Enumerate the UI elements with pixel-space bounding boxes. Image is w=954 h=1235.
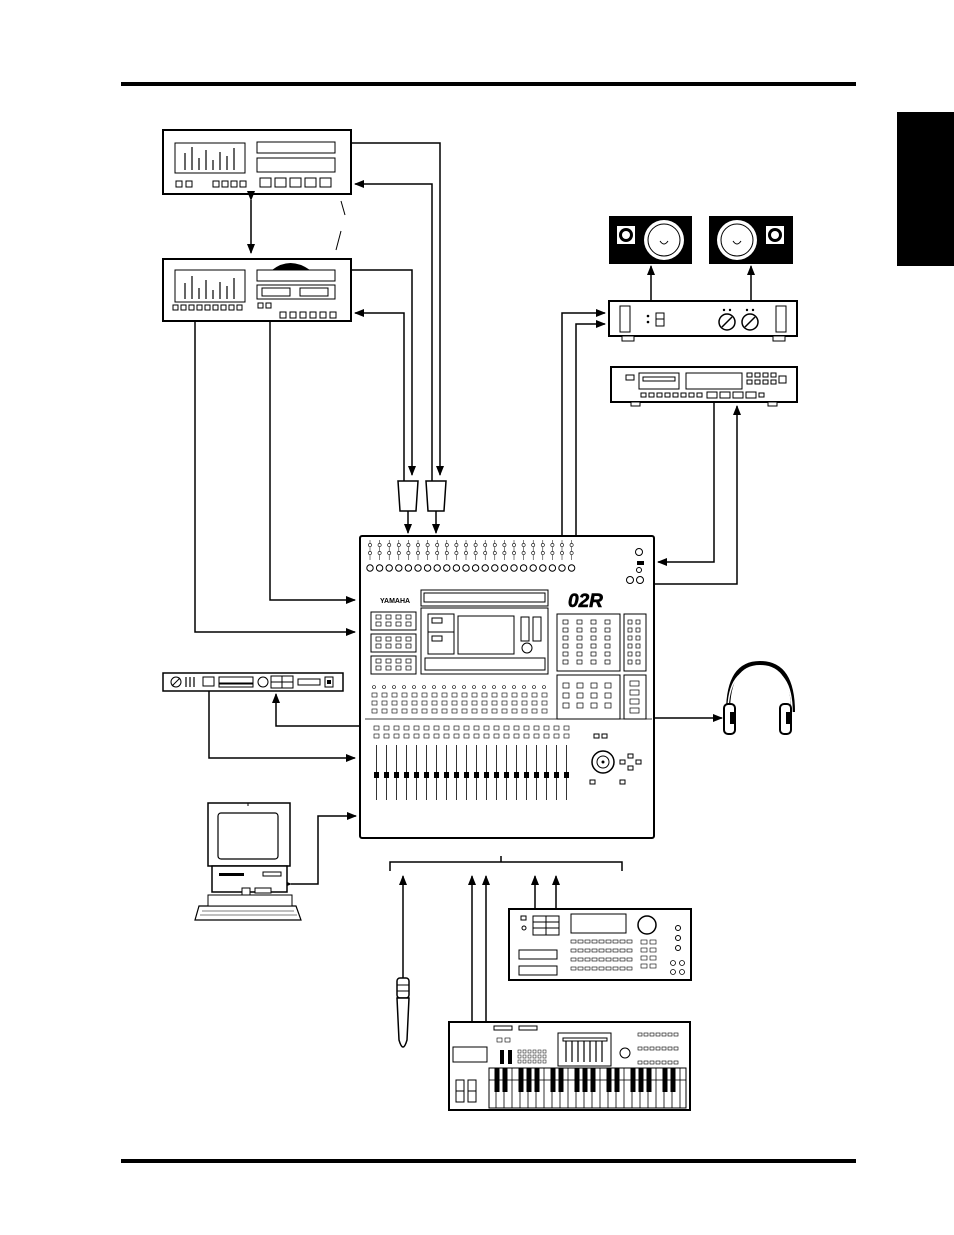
multitrack-recorder-icon	[163, 130, 351, 194]
dat-recorder-icon	[611, 367, 797, 406]
digital-mixer-icon: YAMAHA 02R	[360, 536, 654, 838]
multitrack-recorder-icon	[163, 259, 351, 321]
rack-effects-icon	[163, 673, 343, 691]
computer-icon	[195, 803, 301, 920]
microphone-icon	[397, 978, 409, 1047]
mixer-model-logo: 02R	[568, 591, 603, 612]
speaker-icon	[709, 216, 793, 264]
headphones-icon	[724, 663, 793, 734]
digital-io-connector	[426, 481, 446, 533]
power-amplifier-icon	[609, 301, 797, 341]
keyboard-black-keys	[495, 1068, 676, 1092]
speaker-icon	[609, 216, 692, 264]
tone-module-icon	[509, 909, 691, 980]
digital-io-connector	[398, 481, 418, 533]
mixer-brand-label: YAMAHA	[380, 598, 410, 605]
synthesizer-keyboard-icon	[449, 1022, 690, 1110]
